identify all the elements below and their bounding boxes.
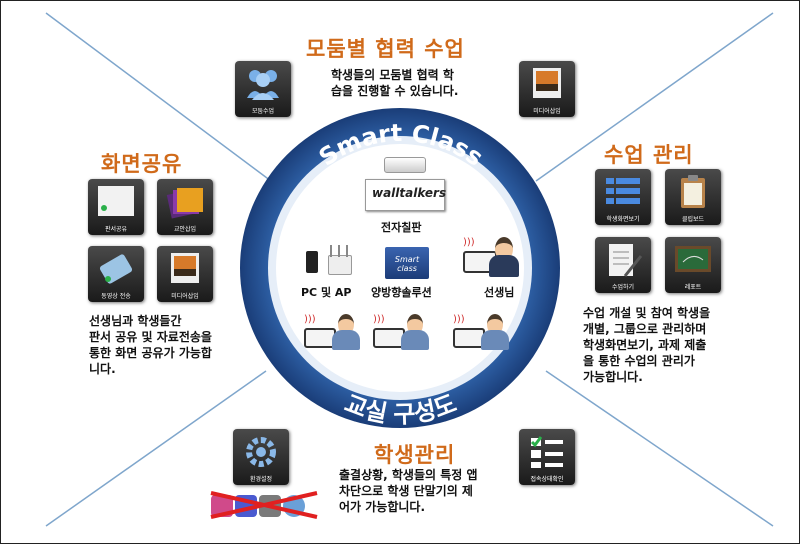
projector-icon: [384, 157, 426, 173]
settings-tile-label: 환경설정: [249, 476, 273, 483]
student-manage-desc: 출결상황, 학생들의 특정 앱 차단으로 학생 단말기의 제 어가 가능합니다.: [339, 468, 478, 514]
teacher-icon: ))): [463, 237, 521, 277]
group-class-tile-label: 모둠수업: [251, 108, 275, 115]
board-logo-text: walltalkers: [372, 186, 447, 200]
lesson-insert-tile-label: 교안삽입: [173, 226, 197, 233]
photo-icon: [533, 68, 561, 98]
blocked-apps-strip: [209, 489, 321, 519]
screen-share-desc: 선생님과 학생들간 판서 공유 및 자료전송을 통한 화면 공유가 가능합 니다…: [89, 314, 212, 376]
solution-logo-text: Smart class: [394, 255, 420, 273]
video-transfer-icon: [99, 254, 133, 284]
group-media-tile-label: 미디어삽입: [533, 108, 561, 115]
connection-status-tile[interactable]: 접속상태확인: [519, 429, 575, 485]
blocked-x-icon: [210, 491, 318, 519]
report-tile-label: 레포트: [684, 284, 702, 291]
screen-media-tile-label: 미디어삽입: [171, 293, 199, 300]
teacher-label: 선생님: [484, 286, 515, 299]
clipboard-icon: [681, 175, 705, 208]
screen-media-tile[interactable]: 미디어삽입: [157, 246, 213, 302]
student-device-2: ))): [373, 314, 433, 350]
gear-icon: [246, 437, 276, 467]
class-manage-title: 수업 관리: [604, 143, 694, 167]
screen-share-title: 화면공유: [101, 152, 183, 176]
lesson-book-icon: [166, 188, 203, 219]
pc-ap-label: PC 및 AP: [301, 286, 352, 299]
lesson-insert-tile[interactable]: 교안삽입: [157, 179, 213, 235]
video-send-tile-label: 동영상 전송: [101, 293, 131, 300]
group-class-tile[interactable]: 모둠수업: [235, 61, 291, 117]
group-class-desc: 학생들의 모둠별 협력 학 습을 진행할 수 있습니다.: [331, 68, 459, 98]
solution-logo: Smart class: [385, 247, 429, 279]
pc-ap-icon: [306, 245, 354, 275]
report-tile[interactable]: 레포트: [665, 237, 721, 293]
student-manage-title: 학생관리: [374, 443, 456, 467]
checklist-pen-icon: [609, 244, 643, 277]
student-screen-tile-label: 학생화면보기: [606, 216, 640, 223]
people-icon: [247, 70, 279, 100]
solution-label: 양방향솔루션: [371, 286, 432, 299]
screen-share-tile-label: 판서공유: [104, 226, 128, 233]
connection-status-tile-label: 접속상태확인: [530, 476, 564, 483]
start-class-tile-label: 수업하기: [611, 284, 635, 291]
start-class-tile[interactable]: 수업하기: [595, 237, 651, 293]
video-send-tile[interactable]: 동영상 전송: [88, 246, 144, 302]
list-view-icon: [606, 178, 640, 204]
student-screen-tile[interactable]: 학생화면보기: [595, 169, 651, 225]
photo-icon: [171, 253, 199, 283]
screen-share-tile[interactable]: 판서공유: [88, 179, 144, 235]
board-logo: walltalkers: [365, 179, 447, 211]
clipboard-tile[interactable]: 클립보드: [665, 169, 721, 225]
student-device-1: ))): [304, 314, 364, 350]
connection-check-icon: [530, 436, 563, 468]
class-manage-desc: 수업 개설 및 참여 학생을 개별, 그룹으로 관리하며 학생화면보기, 과제 …: [583, 306, 711, 384]
chalkboard-icon: [675, 246, 711, 272]
student-device-3: ))): [453, 314, 513, 350]
settings-tile[interactable]: 환경설정: [233, 429, 289, 485]
group-class-title: 모둠별 협력 수업: [306, 37, 465, 61]
group-media-tile[interactable]: 미디어삽입: [519, 61, 575, 117]
clipboard-tile-label: 클립보드: [681, 216, 705, 223]
board-label: 전자칠판: [381, 221, 422, 234]
whiteboard-share-icon: [98, 186, 134, 216]
